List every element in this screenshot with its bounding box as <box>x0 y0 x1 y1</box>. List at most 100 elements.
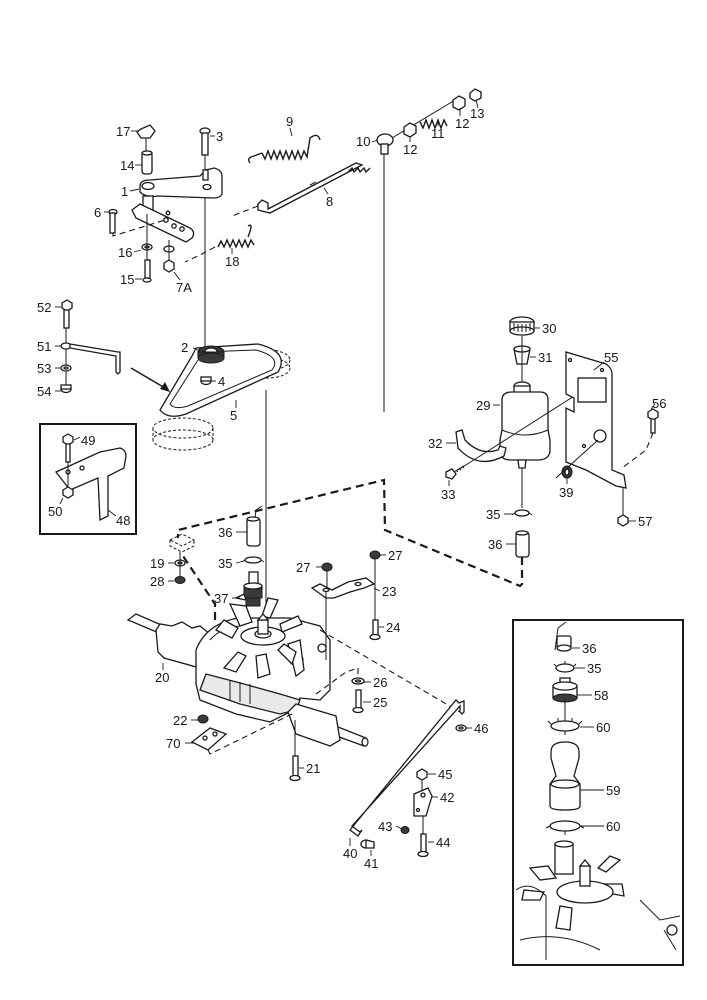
idler-arm-1 <box>139 167 223 215</box>
callout-14: 14 <box>120 158 134 173</box>
callout-21: 21 <box>306 761 320 776</box>
callout-9: 9 <box>286 114 293 129</box>
inset-hose-36 <box>554 621 572 652</box>
cable-ball-joint-10 <box>376 99 456 412</box>
callout-45: 45 <box>438 767 452 782</box>
bolt-21 <box>289 720 301 782</box>
nut-13 <box>469 88 482 102</box>
callout-40: 40 <box>343 846 357 861</box>
callout-25: 25 <box>373 695 387 710</box>
bolt-52 <box>61 299 73 390</box>
spring-9 <box>247 134 321 164</box>
callout-37: 37 <box>214 591 228 606</box>
hose-routing-path <box>176 478 524 620</box>
bolt-49 <box>62 433 74 463</box>
bolt-44 <box>417 816 429 858</box>
cap-30 <box>509 316 535 336</box>
bolt-6 <box>108 208 166 237</box>
callout-56: 56 <box>652 396 666 411</box>
spring-11 <box>419 118 448 130</box>
nut-12-left <box>403 122 417 138</box>
screw-33 <box>445 465 465 480</box>
rod-51 <box>60 342 121 375</box>
washer-46 <box>455 724 467 732</box>
nut-54 <box>60 384 72 394</box>
mount-line <box>315 667 359 695</box>
callout-41: 41 <box>364 856 378 871</box>
callout-32: 32 <box>428 436 442 451</box>
callout-51: 51 <box>37 339 51 354</box>
fitting-37 <box>234 571 263 607</box>
callout-22: 22 <box>173 713 187 728</box>
callout-70: 70 <box>166 736 180 751</box>
hose-36-lower <box>246 505 263 547</box>
callout-27-left: 27 <box>296 560 310 575</box>
callout-20: 20 <box>155 670 169 685</box>
callout-33: 33 <box>441 487 455 502</box>
callout-29: 29 <box>476 398 490 413</box>
callout-17: 17 <box>116 124 130 139</box>
idler-arm-assembly <box>108 124 223 350</box>
callout-16: 16 <box>118 245 132 260</box>
control-rod-8 <box>231 162 371 217</box>
inset-clamp-60-upper <box>547 718 583 732</box>
callout-12-left: 12 <box>403 142 417 157</box>
callout-8: 8 <box>326 194 333 209</box>
nut-7A <box>163 240 175 273</box>
callout-36-upper: 36 <box>488 537 502 552</box>
reservoir-29 <box>499 381 551 469</box>
callout-labels: 17 3 14 1 6 16 15 7A 18 9 8 10 12 11 12 … <box>37 106 666 871</box>
idler-pulley-2 <box>197 345 225 364</box>
nut-12-right <box>452 95 466 111</box>
inset-callout-36: 36 <box>582 641 596 656</box>
clamp-35-lower <box>241 556 265 564</box>
callout-39: 39 <box>559 485 573 500</box>
callout-28: 28 <box>150 574 164 589</box>
bracket-23 <box>310 577 376 599</box>
callout-15: 15 <box>120 272 134 287</box>
phantom-bracket <box>168 533 196 553</box>
callout-13: 13 <box>470 106 484 121</box>
inset-callout-58: 58 <box>594 688 608 703</box>
nut-45 <box>416 768 428 790</box>
callout-42: 42 <box>440 790 454 805</box>
tensioner-rod-assembly <box>60 299 170 394</box>
callout-26: 26 <box>373 675 387 690</box>
callout-44: 44 <box>436 835 450 850</box>
bolt-25 <box>352 689 364 714</box>
inset-fitting-58 <box>552 677 578 703</box>
callout-1: 1 <box>121 184 128 199</box>
rod-40 <box>349 699 465 837</box>
callout-46: 46 <box>474 721 488 736</box>
callout-55: 55 <box>604 350 618 365</box>
callout-43: 43 <box>378 819 392 834</box>
callout-4: 4 <box>218 374 225 389</box>
drive-belt-assembly <box>152 343 291 660</box>
belt-5 <box>159 343 282 417</box>
spring-18 <box>184 224 255 263</box>
nut-27-right <box>369 550 381 620</box>
hose-36-upper <box>515 530 530 558</box>
callout-35-upper: 35 <box>486 507 500 522</box>
callout-24: 24 <box>386 620 400 635</box>
bolt-3 <box>199 127 211 350</box>
inset-bracket <box>39 423 137 535</box>
nut-22 <box>197 714 209 724</box>
clamp-35-upper <box>511 509 533 517</box>
inset-fan-duct <box>512 619 684 966</box>
inset-callout-60-upper: 60 <box>596 720 610 735</box>
callout-52: 52 <box>37 300 51 315</box>
callout-54: 54 <box>37 384 51 399</box>
inset-fan <box>515 840 681 960</box>
callout-3: 3 <box>216 129 223 144</box>
shift-rod-assembly <box>349 699 467 858</box>
reservoir-assembly <box>445 316 659 558</box>
bolt-56 <box>621 408 659 469</box>
nut-17 <box>136 124 156 152</box>
callout-2: 2 <box>181 340 188 355</box>
idler-arm-lower-plate <box>131 203 195 243</box>
callout-27-right: 27 <box>388 548 402 563</box>
cooling-fan <box>214 597 303 679</box>
leader-lines <box>55 99 656 856</box>
